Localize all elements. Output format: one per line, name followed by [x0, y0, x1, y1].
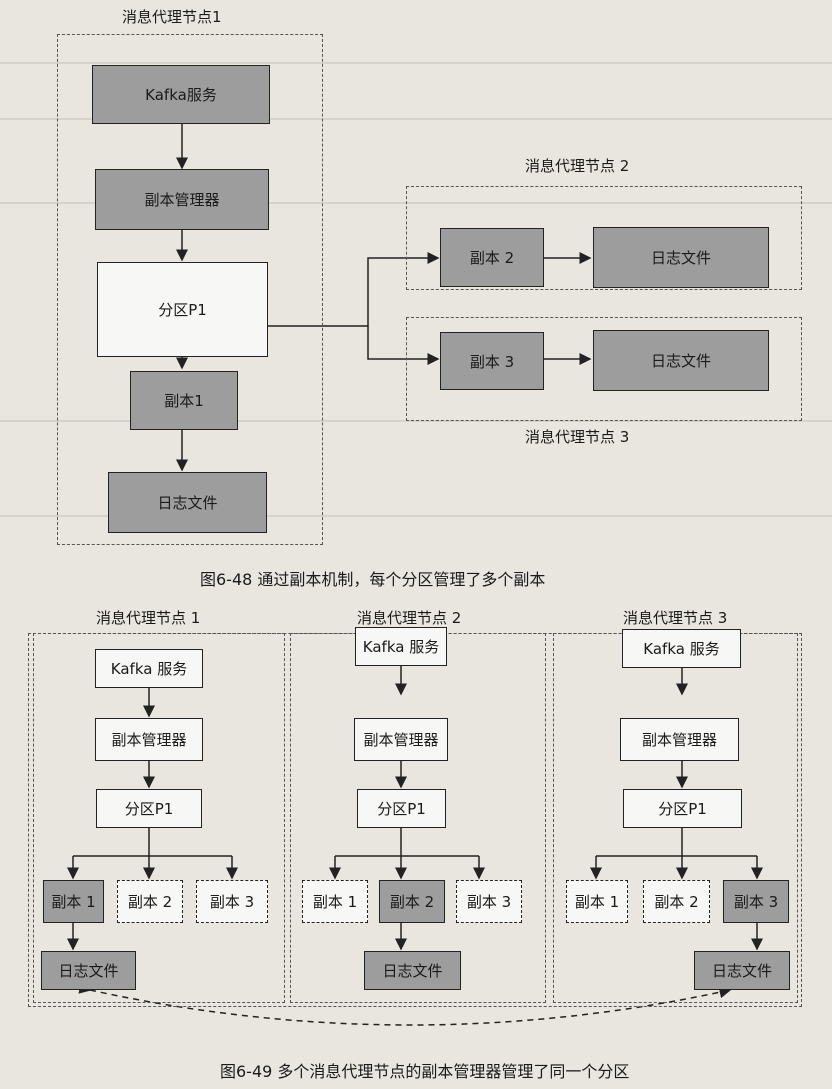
replica3-box: 副本 3 — [723, 880, 789, 923]
bg-rule — [0, 420, 832, 422]
bg-rule — [0, 62, 832, 64]
kafka-service-box: Kafka服务 — [92, 65, 270, 124]
log-file-box: 日志文件 — [41, 951, 136, 990]
node1-group — [57, 34, 323, 545]
node1-group — [33, 633, 285, 1003]
replica1-box: 副本 1 — [566, 880, 628, 923]
node2-group — [406, 186, 802, 290]
node3-title: 消息代理节点 3 — [623, 609, 728, 627]
replica2-box: 副本 2 — [440, 228, 544, 287]
replica1-box: 副本 1 — [43, 880, 104, 923]
figure-caption: 图6-48 通过副本机制，每个分区管理了多个副本 — [200, 570, 546, 589]
replica2-box: 副本 2 — [643, 880, 710, 923]
figure-caption: 图6-49 多个消息代理节点的副本管理器管理了同一个分区 — [220, 1062, 630, 1081]
log-file-box: 日志文件 — [593, 330, 769, 391]
replica-manager-box: 副本管理器 — [620, 718, 739, 761]
partition-p1-box: 分区P1 — [97, 262, 268, 357]
replica2-box: 副本 2 — [117, 880, 183, 923]
node1-title: 消息代理节点1 — [122, 8, 222, 26]
kafka-service-box: Kafka 服务 — [95, 649, 203, 688]
log-file-box: 日志文件 — [694, 951, 790, 990]
kafka-service-box: Kafka 服务 — [355, 627, 447, 666]
node3-group — [406, 317, 802, 421]
partition-p1-box: 分区P1 — [623, 789, 742, 828]
node2-title: 消息代理节点 2 — [357, 609, 462, 627]
partition-p1-box: 分区P1 — [96, 789, 202, 828]
replica1-box: 副本1 — [130, 371, 238, 430]
replica3-box: 副本 3 — [456, 880, 522, 923]
replica1-box: 副本 1 — [302, 880, 368, 923]
replica3-box: 副本 3 — [440, 332, 544, 390]
bg-rule — [0, 118, 832, 120]
node1-title: 消息代理节点 1 — [96, 609, 201, 627]
node3-title: 消息代理节点 3 — [525, 428, 630, 446]
replica-manager-box: 副本管理器 — [95, 169, 269, 230]
bg-rule — [0, 515, 832, 517]
replica-manager-box: 副本管理器 — [354, 718, 448, 761]
log-file-box: 日志文件 — [108, 472, 267, 533]
replica3-box: 副本 3 — [196, 880, 268, 923]
log-file-box: 日志文件 — [364, 951, 461, 990]
partition-p1-box: 分区P1 — [357, 789, 446, 828]
replica-manager-box: 副本管理器 — [95, 718, 203, 761]
bg-rule — [0, 202, 832, 204]
log-file-box: 日志文件 — [593, 227, 769, 288]
replica2-box: 副本 2 — [379, 880, 445, 923]
node2-title: 消息代理节点 2 — [525, 157, 630, 175]
kafka-service-box: Kafka 服务 — [622, 629, 741, 668]
